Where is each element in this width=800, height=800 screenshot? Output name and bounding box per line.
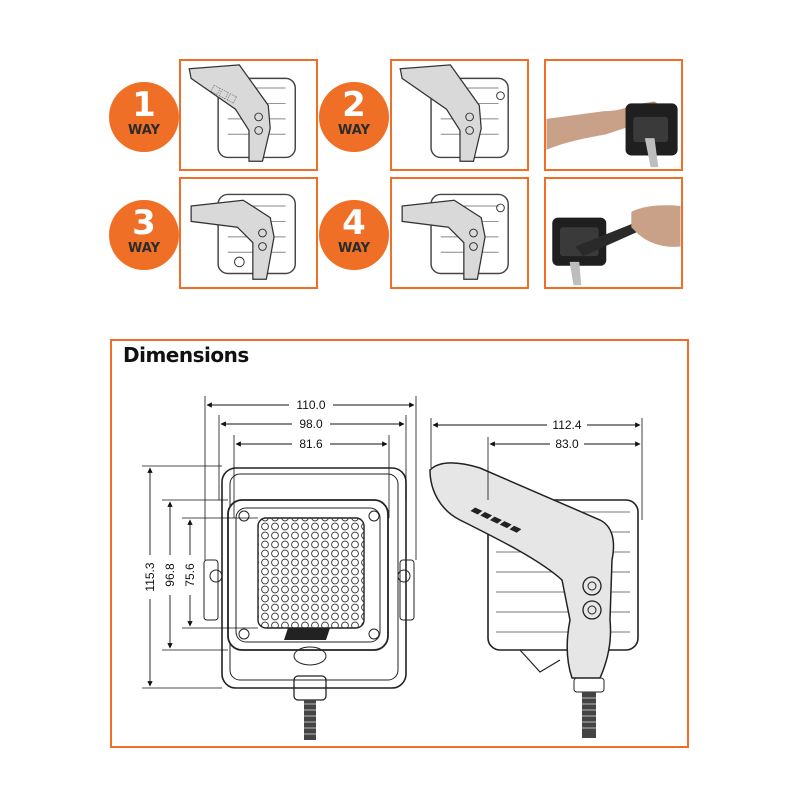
mount-option-number: 3 bbox=[132, 203, 156, 243]
mount-option-3-badge: 3 WAY bbox=[109, 200, 179, 270]
mount-option-2-illustration bbox=[390, 59, 529, 171]
bracket-light-drawing bbox=[399, 64, 509, 162]
mount-option-label: WAY bbox=[338, 123, 370, 138]
side-overall-depth-label: 112.4 bbox=[552, 418, 581, 432]
mount-option-3-illustration bbox=[179, 177, 318, 289]
mount-option-label: WAY bbox=[128, 241, 160, 256]
bracket-light-drawing bbox=[401, 193, 509, 280]
mount-option-number: 1 bbox=[132, 85, 156, 125]
front-lens-width-label: 81.6 bbox=[299, 437, 323, 451]
side-body-depth-label: 83.0 bbox=[555, 437, 579, 451]
front-frame-height-label: 96.8 bbox=[163, 563, 177, 587]
side-view-drawing: ▰▰▰▰▰ bbox=[429, 462, 639, 738]
hand-holding-light-photo bbox=[544, 177, 683, 289]
front-overall-width-label: 110.0 bbox=[296, 398, 325, 412]
mount-option-4-illustration bbox=[390, 177, 529, 289]
mount-option-number: 4 bbox=[342, 203, 366, 243]
mount-option-2-badge: 2 WAY bbox=[319, 82, 389, 152]
dimensions-frame bbox=[110, 339, 689, 748]
mount-option-4-badge: 4 WAY bbox=[319, 200, 389, 270]
mount-option-label: WAY bbox=[338, 241, 370, 256]
bracket-light-drawing: ⬚⬚⬚ bbox=[188, 64, 296, 162]
hand-adjusting-bracket-photo bbox=[544, 59, 683, 171]
mount-option-1-badge: 1 WAY bbox=[109, 82, 179, 152]
mount-option-label: WAY bbox=[128, 123, 160, 138]
front-frame-width-label: 98.0 bbox=[299, 417, 323, 431]
mount-option-1-illustration: ⬚⬚⬚ bbox=[179, 59, 318, 171]
bracket-light-drawing bbox=[190, 193, 296, 280]
front-view-drawing bbox=[203, 467, 415, 740]
front-overall-height-label: 115.3 bbox=[143, 562, 157, 591]
front-lens-height-label: 75.6 bbox=[183, 563, 197, 587]
dimensions-title: Dimensions bbox=[123, 343, 249, 367]
mount-option-number: 2 bbox=[342, 85, 366, 125]
